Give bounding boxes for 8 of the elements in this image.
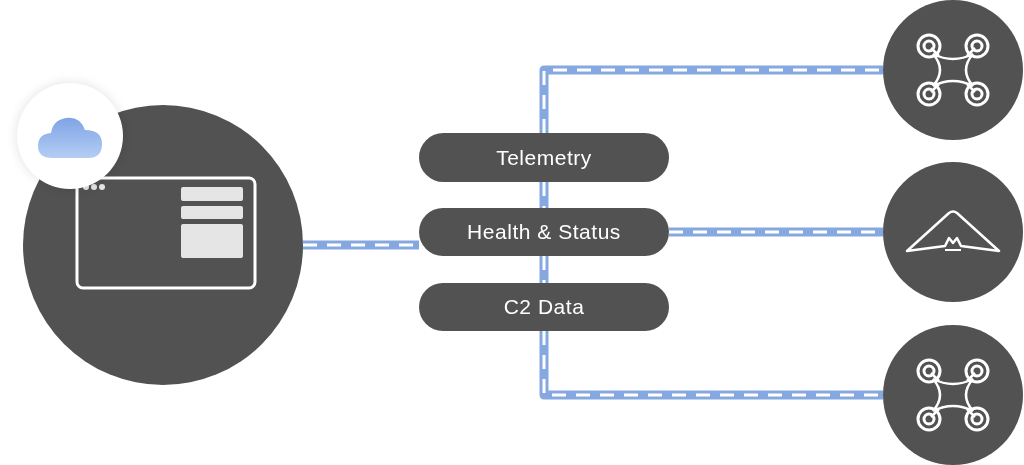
label-pill: Telemetry xyxy=(419,133,669,182)
dashed-connector xyxy=(539,256,549,283)
label-pill: Health & Status xyxy=(419,208,669,256)
dashed-connector xyxy=(303,240,419,250)
label-pill: C2 Data xyxy=(419,283,669,331)
dashed-connector xyxy=(539,182,549,208)
dashed-connector xyxy=(539,65,883,133)
dashed-connector xyxy=(669,227,883,237)
